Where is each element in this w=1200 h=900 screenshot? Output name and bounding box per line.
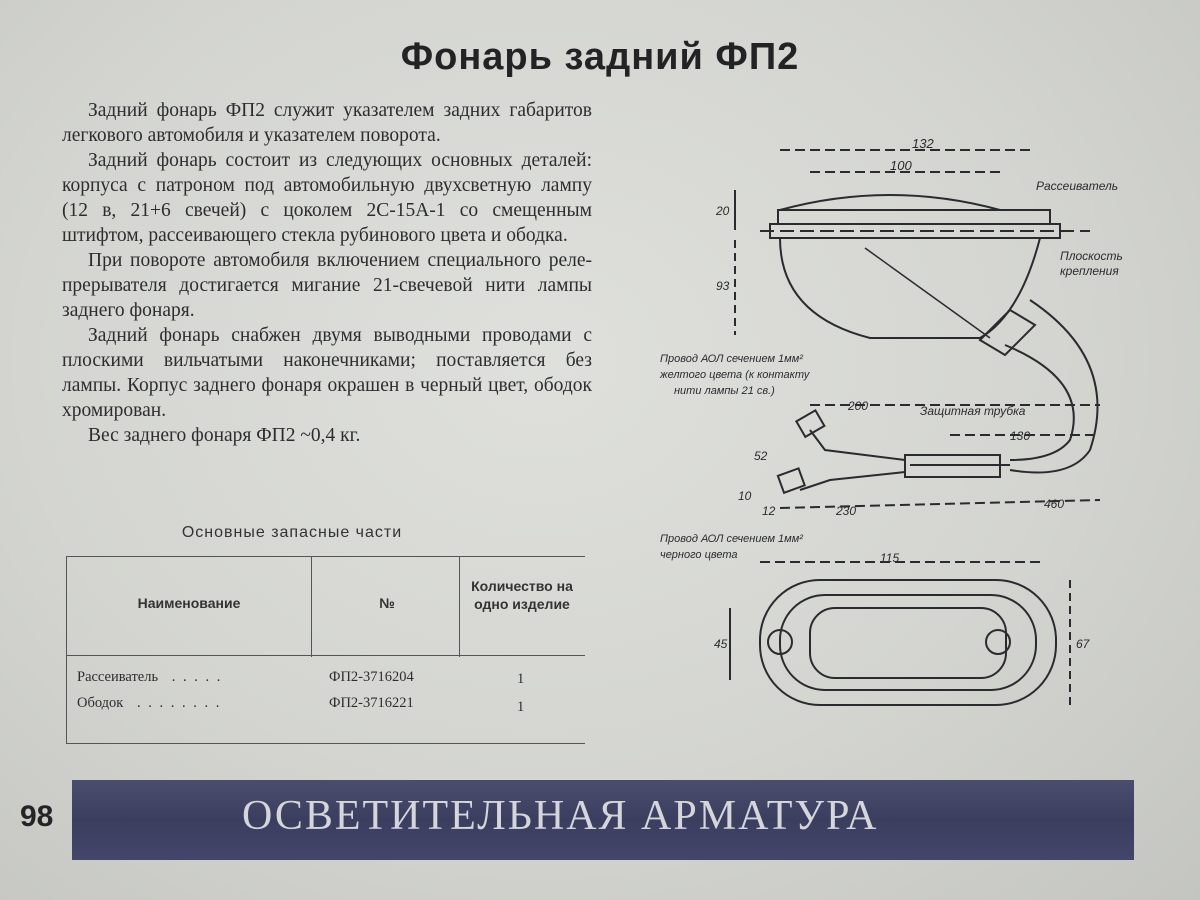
dim-label: 100	[890, 158, 912, 173]
mount-screw	[767, 629, 793, 655]
dim-label: 115	[880, 551, 899, 565]
dim-line	[779, 499, 1101, 509]
header-name: Наименование	[137, 595, 241, 611]
page-title: Фонарь задний ФП2	[400, 36, 800, 78]
spare-parts-table: Наименование № Количество на одно издели…	[66, 556, 585, 744]
table-row: Ободок . . . . . . . .	[77, 695, 221, 712]
paragraph: При повороте автомобиля включением специ…	[62, 250, 592, 321]
paragraph: Задний фонарь ФП2 служит указателем задн…	[62, 100, 592, 146]
part-number: ФП2-3716221	[329, 695, 414, 711]
part-qty: 1	[517, 699, 525, 715]
paragraph: Задний фонарь снабжен двумя выводными пр…	[62, 325, 592, 421]
connector-terminal	[794, 408, 826, 439]
leader-dots: . . . . .	[171, 669, 223, 685]
paragraph: Задний фонарь состоит из следующих основ…	[62, 150, 592, 246]
section-title: ОСВЕТИТЕЛЬНАЯ АРМАТУРА	[242, 793, 879, 839]
dim-label: 130	[1010, 429, 1030, 443]
part-name: Рассеиватель	[77, 669, 159, 685]
tube-end	[904, 454, 1001, 478]
lens-label: Рассеиватель	[1036, 179, 1118, 193]
table-caption: Основные запасные части	[181, 524, 403, 541]
paragraph: Вес заднего фонаря ФП2 ~0,4 кг.	[88, 425, 361, 446]
wire-label: Провод АОЛ сечением 1мм²	[660, 533, 803, 545]
section-banner: ОСВЕТИТЕЛЬНАЯ АРМАТУРА	[72, 780, 1134, 860]
plane-label: крепления	[1060, 264, 1119, 278]
dim-label: 460	[1044, 497, 1064, 511]
lamp-technical-drawing: 132 100 20 93 Рассеиватель Плоскость кре…	[659, 136, 1123, 706]
wire-label: черного цвета	[660, 549, 738, 561]
dim-label: 93	[716, 279, 730, 293]
part-name: Ободок	[77, 695, 124, 711]
part-number: ФП2-3716204	[329, 669, 414, 685]
page-number: 98	[20, 800, 54, 833]
tube-label: Защитная трубка	[920, 404, 1026, 418]
table-row: Рассеиватель . . . . .	[77, 669, 222, 686]
front-rim-inner	[779, 594, 1037, 691]
wire-label: желтого цвета (к контакту	[659, 369, 811, 381]
dim-label: 200	[847, 399, 868, 413]
wire	[799, 471, 906, 491]
leader-dots: . . . . . . . .	[136, 695, 222, 711]
housing-edge	[864, 247, 991, 339]
column-divider	[67, 557, 312, 657]
dim-label: 230	[835, 504, 856, 518]
wire	[809, 429, 906, 461]
dim-label: 67	[1076, 637, 1091, 651]
column-divider	[311, 557, 460, 657]
lens-outline	[779, 194, 1001, 211]
part-qty: 1	[517, 671, 525, 687]
dim-label: 52	[754, 449, 768, 463]
dim-label: 10	[738, 489, 752, 503]
protective-tube	[1009, 299, 1099, 474]
wire-label: Провод АОЛ сечением 1мм²	[660, 353, 803, 365]
mount-screw	[985, 629, 1011, 655]
header-number: №	[379, 595, 395, 611]
plane-label: Плоскость	[1060, 249, 1123, 263]
header-quantity: Количество на одно изделие	[471, 578, 573, 612]
front-lens	[809, 607, 1007, 679]
dim-label: 132	[912, 136, 934, 151]
housing-outline	[779, 237, 1041, 339]
dim-label: 20	[715, 204, 730, 218]
front-rim-outer	[759, 579, 1057, 706]
dim-label: 45	[714, 637, 728, 651]
rim	[777, 209, 1051, 225]
description-text: Задний фонарь ФП2 служит указателем задн…	[62, 98, 592, 448]
header-rule	[67, 655, 585, 656]
connector-terminal	[776, 467, 806, 495]
wire-label: нити лампы 21 св.)	[674, 385, 775, 397]
outlet-nozzle	[978, 308, 1037, 357]
dim-label: 12	[762, 504, 776, 518]
